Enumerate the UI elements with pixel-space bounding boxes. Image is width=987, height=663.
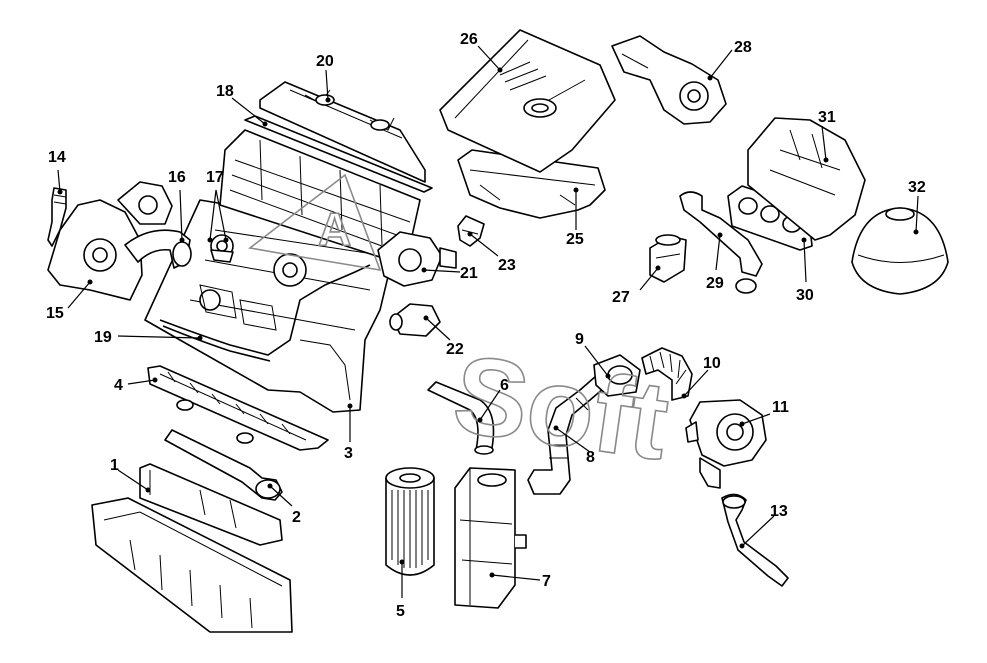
part-13-oil-return-pipe [721,493,789,587]
leader-lines [57,45,919,598]
callout-18: 18 [216,83,234,100]
part-15-water-pump-housing [47,181,173,301]
callout-2: 2 [292,509,301,526]
part-20-valve-cover [259,81,426,183]
part-18-valve-cover-gasket [244,115,433,193]
part-27-solenoid-valve [649,234,687,283]
watermark: A Soft [248,173,676,484]
callout-14: 14 [48,149,66,166]
callout-9: 9 [575,331,584,348]
part-22-egr-connector [389,303,441,337]
callout-21: 21 [460,265,478,282]
part-26-engine-cover [439,29,616,173]
part-23-sensor [457,215,485,247]
callout-10: 10 [703,355,721,372]
callout-1: 1 [110,457,119,474]
callout-13: 13 [770,503,788,520]
callout-6: 6 [500,377,509,394]
part-4-oil-pan-gasket [147,365,329,451]
part-32-expansion-tank [851,207,949,295]
part-14-sensor [47,187,67,247]
callout-27: 27 [612,289,630,306]
part-21-egr-valve [377,231,457,287]
part-7-oil-separator [454,467,527,609]
callout-15: 15 [46,305,64,322]
callout-29: 29 [706,275,724,292]
part-31-intake-manifold [747,117,866,241]
part-2-oil-pickup [164,429,283,501]
callout-28: 28 [734,39,752,56]
part-6-dipstick-tube [427,381,495,455]
callout-23: 23 [498,257,516,274]
part-16-coolant-pipe [124,229,192,269]
callout-7: 7 [542,573,551,590]
callout-8: 8 [586,449,595,466]
part-11-turbocharger [685,399,767,489]
callout-11: 11 [772,399,789,416]
callout-3: 3 [344,445,353,462]
callout-17: 17 [206,169,224,186]
watermark-text: Soft [447,332,676,484]
part-28-throttle-body [611,35,727,125]
callout-26: 26 [460,31,478,48]
callout-31: 31 [818,109,836,126]
watermark-logo-letter: A [318,203,351,255]
part-19-wiring-line [159,264,371,362]
callout-22: 22 [446,341,464,358]
callout-20: 20 [316,53,334,70]
callout-labels: 1 2 3 4 5 6 7 8 9 10 11 13 14 15 16 17 1… [46,31,926,620]
callout-19: 19 [94,329,112,346]
part-17-thermostat [210,234,234,263]
callout-16: 16 [168,169,186,186]
part-10-corrugated-pipe [641,347,693,401]
part-30-manifold-gasket [727,185,813,251]
part-3-engine-block [144,199,393,413]
part-9-intake-elbow [593,354,641,397]
callout-4: 4 [114,377,123,394]
part-5-oil-filter [385,467,435,576]
callout-5: 5 [396,603,405,620]
callout-32: 32 [908,179,926,196]
callout-30: 30 [796,287,814,304]
callout-25: 25 [566,231,584,248]
part-1-oil-pan [91,463,293,633]
